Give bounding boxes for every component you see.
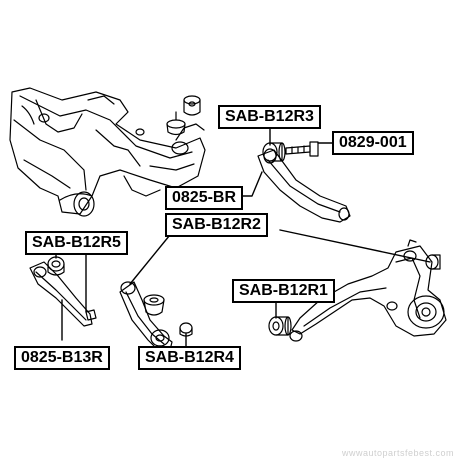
- bushing-sab-b12r3-drawing: [262, 142, 286, 162]
- mount-bushing-drawing: [143, 294, 165, 316]
- bushing-sab-b12r5-drawing: [47, 256, 65, 276]
- label-sab-b12r2[interactable]: SAB-B12R2: [165, 213, 268, 237]
- knuckle-bushing-top-drawing: [425, 254, 441, 270]
- label-sab-b12r5[interactable]: SAB-B12R5: [25, 231, 128, 255]
- label-sab-b12r3[interactable]: SAB-B12R3: [218, 105, 321, 129]
- subframe-bushing-drawing: [166, 95, 201, 136]
- upper-control-arm-drawing: [257, 148, 351, 223]
- label-sab-b12r4[interactable]: SAB-B12R4: [138, 346, 241, 370]
- label-0825-b13r[interactable]: 0825-B13R: [14, 346, 110, 370]
- watermark-text: wwwautopartsfebest.com: [341, 448, 454, 458]
- rear-subframe-drawing: [9, 87, 206, 217]
- label-0829-001[interactable]: 0829-001: [332, 131, 414, 155]
- label-0825-br[interactable]: 0825-BR: [165, 186, 244, 210]
- label-sab-b12r1[interactable]: SAB-B12R1: [232, 279, 335, 303]
- bolt-0829-001-drawing: [285, 141, 319, 157]
- lower-arm-drawing: [119, 281, 173, 351]
- bushing-sab-b12r1-drawing: [268, 316, 292, 336]
- bushing-r5-small-drawing: [85, 309, 97, 321]
- trailing-arm-drawing: [29, 261, 93, 327]
